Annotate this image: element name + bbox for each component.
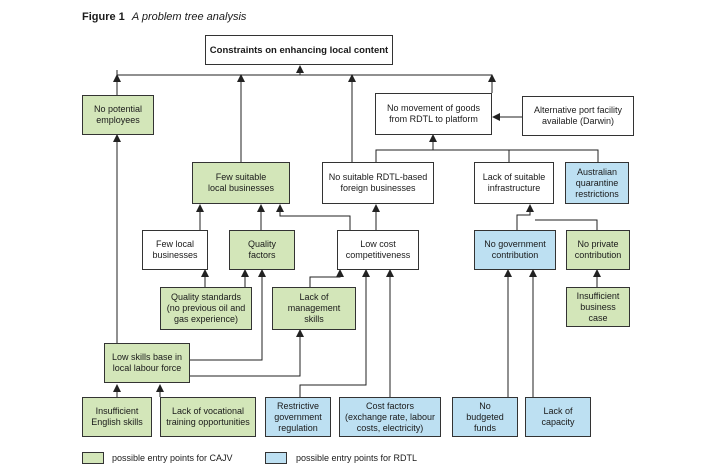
node-low-cost-competitiveness: Low cost competitiveness [337,230,419,270]
node-no-private-contribution: No private contribution [566,230,630,270]
node-quarantine-restrictions: Australian quarantine restrictions [565,162,629,204]
figure-number: Figure 1 [82,11,125,23]
legend-label-rdtl: possible entry points for RDTL [296,453,418,463]
node-no-potential-employees: No potential employees [82,95,154,135]
node-no-rdtl-foreign-businesses: No suitable RDTL-based foreign businesse… [322,162,434,204]
figure-caption: A problem tree analysis [131,11,247,23]
node-root: Constraints on enhancing local content [205,35,393,65]
node-lack-management-skills: Lack of management skills [272,287,356,330]
node-no-government-contribution: No government contribution [474,230,556,270]
node-restrictive-gov-regulation: Restrictive government regulation [265,397,331,437]
node-few-suitable-local-businesses: Few suitable local businesses [192,162,290,204]
node-insufficient-english: Insufficient English skills [82,397,152,437]
node-few-local-businesses: Few local businesses [142,230,208,270]
node-alternative-port: Alternative port facility available (Dar… [522,96,634,136]
node-quality-factors: Quality factors [229,230,295,270]
arrow-to-root [116,74,492,95]
node-quality-standards: Quality standards (no previous oil and g… [160,287,252,330]
node-lack-of-capacity: Lack of capacity [525,397,591,437]
legend-swatch-cajv [82,452,104,464]
node-lack-vocational-training: Lack of vocational training opportunitie… [160,397,256,437]
legend-swatch-rdtl [265,452,287,464]
node-no-budgeted-funds: No budgeted funds [452,397,518,437]
legend-label-cajv: possible entry points for CAJV [112,453,233,463]
node-insufficient-business-case: Insufficient business case [566,287,630,327]
node-lack-infrastructure: Lack of suitable infrastructure [474,162,554,204]
node-low-skills-base: Low skills base in local labour force [104,343,190,383]
node-no-movement-goods: No movement of goods from RDTL to platfo… [375,93,492,135]
node-cost-factors: Cost factors (exchange rate, labour cost… [339,397,441,437]
figure-title: Figure 1 A problem tree analysis [82,11,246,23]
